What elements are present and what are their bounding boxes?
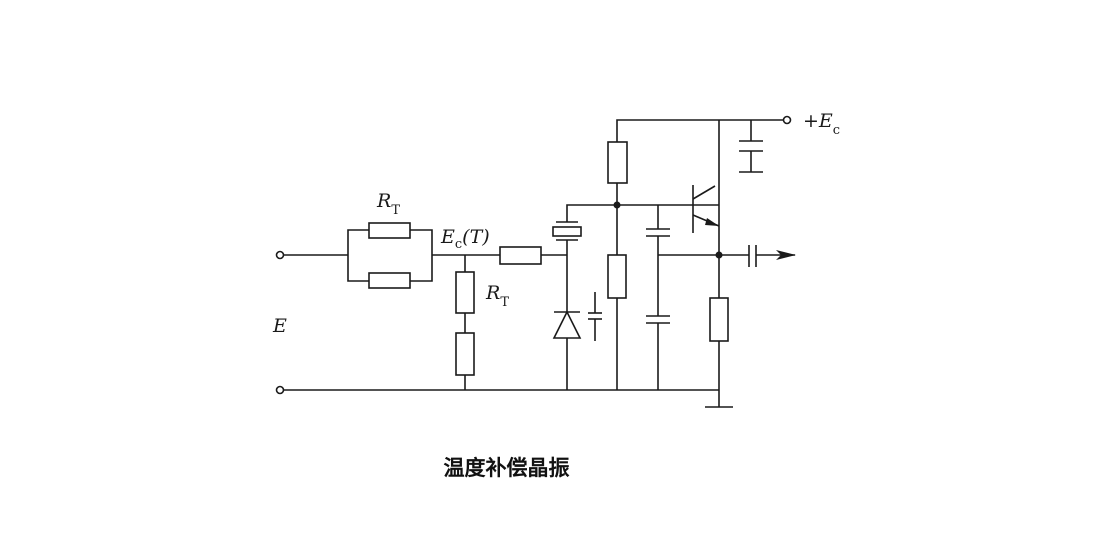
- label-supply: +Ec: [803, 110, 840, 138]
- supply-terminal: [782, 115, 792, 125]
- bias-resistors: [607, 119, 790, 390]
- emitter-resistor: [709, 297, 729, 342]
- crystal: [552, 204, 719, 312]
- output-capacitor: [719, 245, 796, 267]
- trimmer-capacitor: [588, 292, 602, 341]
- label-e-input: E: [272, 315, 287, 337]
- input-terminal-bottom: [275, 385, 285, 395]
- input-terminal-top: [275, 250, 285, 260]
- bypass-capacitor: [739, 120, 763, 173]
- label-ec-t: Ec(T): [440, 226, 490, 252]
- label-rt-top: RT: [376, 190, 400, 218]
- thermistor-divider: [455, 255, 475, 390]
- series-resistor: [499, 246, 542, 265]
- label-rt-side: RT: [485, 282, 509, 310]
- diagram-caption: 温度补偿晶振: [443, 456, 570, 480]
- feedback-capacitors: [646, 205, 719, 390]
- ground-symbol: [705, 390, 733, 408]
- varactor-diode: [552, 310, 582, 390]
- thermistor-parallel-pair: [347, 222, 433, 289]
